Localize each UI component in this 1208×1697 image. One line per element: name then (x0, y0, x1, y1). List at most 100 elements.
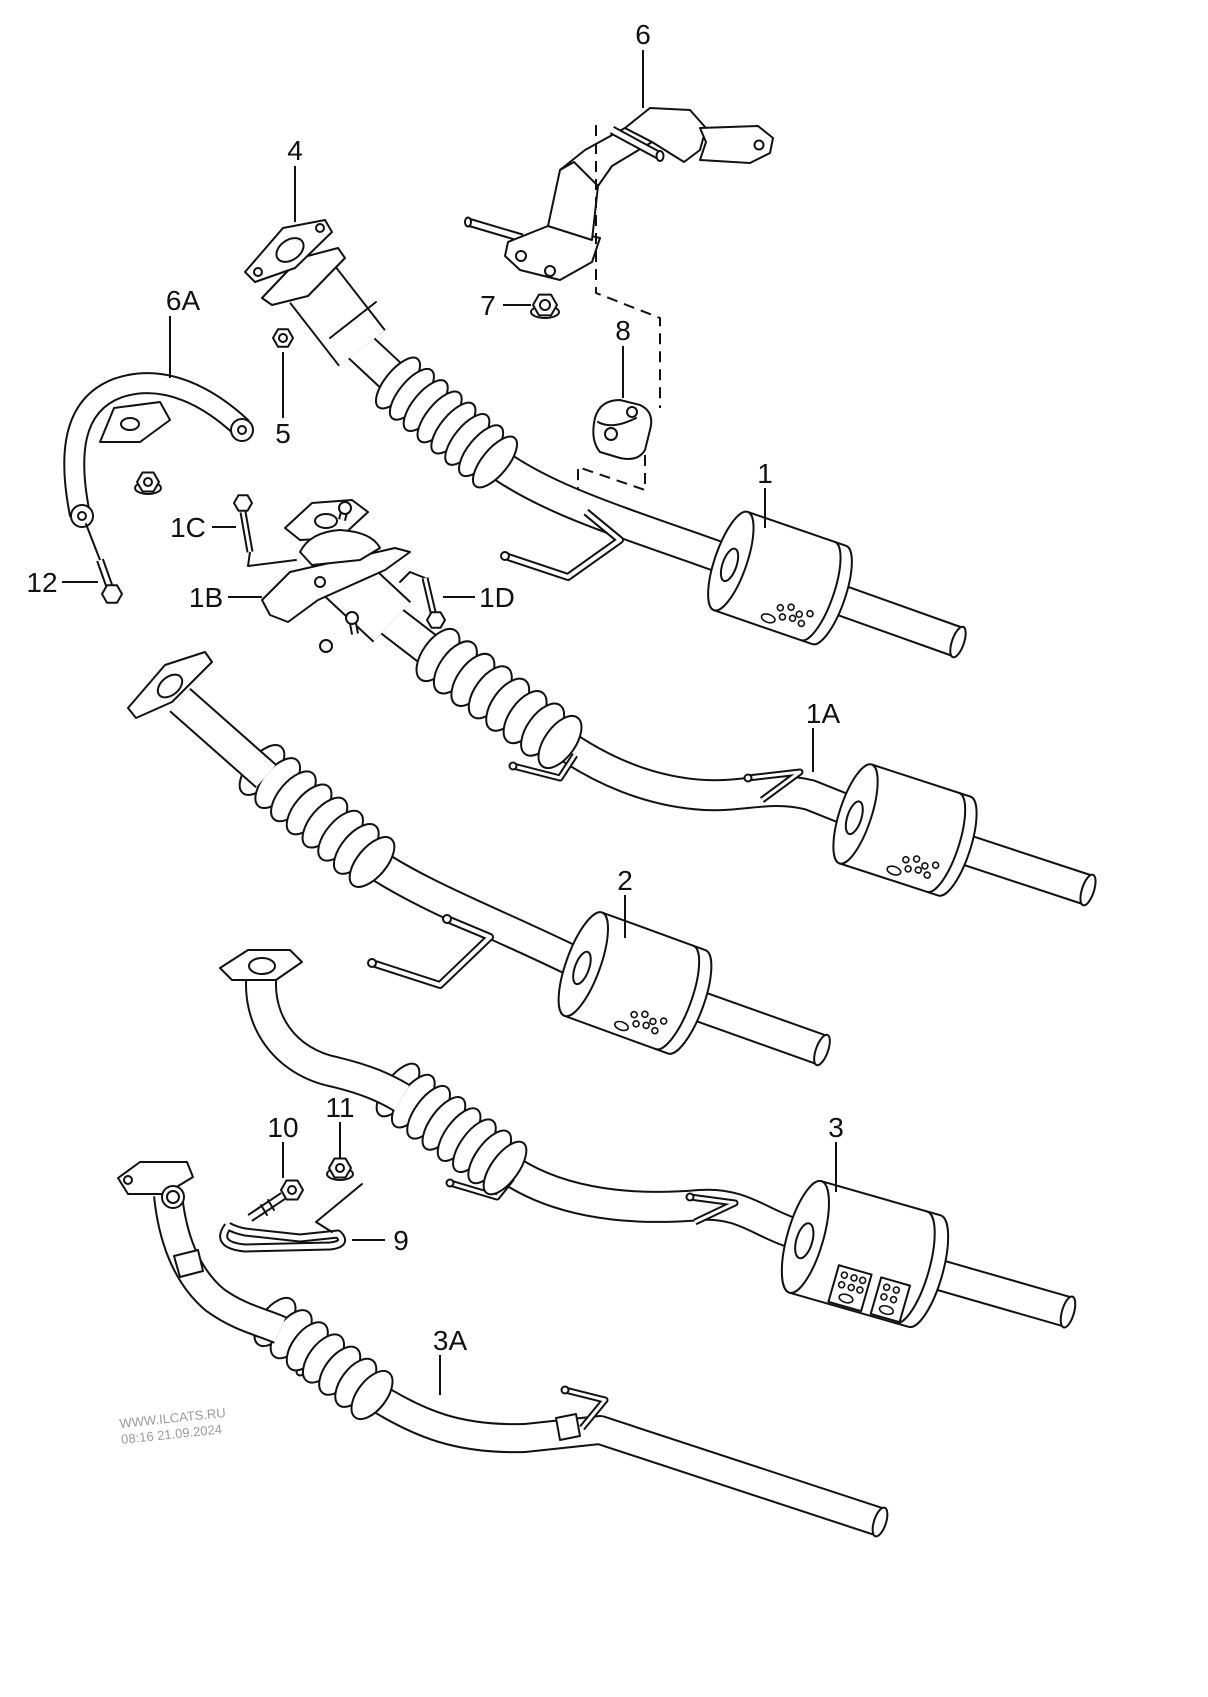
part-1A-exhaust-pipe-assembly (298, 532, 1097, 907)
pipe-1-catalytic-converter-fill (290, 267, 385, 366)
bolt-assembly-line (85, 523, 101, 561)
part-10-bolt (247, 1179, 304, 1222)
gasket-center-hole (275, 237, 305, 263)
callout-labels: 6 4 6A 5 7 8 1 1C 12 1B 1D 1A 2 3 11 10 … (26, 19, 843, 1356)
pipe-2-flange-hole (156, 673, 184, 699)
flange-stud-cap (338, 501, 352, 515)
pipe-3-hanger-rod-fill (689, 1195, 737, 1224)
strap-nut-bore (143, 477, 153, 487)
muffler-perforation (847, 1283, 856, 1292)
muffler-perforation (889, 1295, 898, 1304)
hanger-rod-end (560, 1385, 570, 1395)
muffler-perforation (892, 1286, 901, 1294)
hanger-rod-end (743, 773, 753, 783)
muffler-perforation (858, 1276, 867, 1285)
muffler-perforation (856, 1286, 864, 1294)
muffler-perforation (632, 1020, 640, 1028)
muffler-perforation (797, 619, 806, 628)
bolt-shank-fill (98, 559, 112, 589)
muffler-seam (894, 1210, 936, 1325)
muffler-perforation (651, 1026, 659, 1035)
bracket-hole (515, 250, 527, 262)
bracket-stud-fill (610, 127, 662, 159)
muffler-perforation (788, 614, 797, 623)
assembly-dashed-line (595, 125, 661, 408)
callout-5: 5 (275, 418, 291, 449)
hanger-rod-end (445, 1178, 455, 1188)
muffler-perforation (642, 1021, 650, 1030)
callout-10: 10 (267, 1112, 298, 1143)
muffler-perforation (659, 1017, 668, 1025)
part-2-exhaust-pipe-assembly (127, 651, 831, 1067)
muffler-perforation (840, 1271, 849, 1279)
callout-4: 4 (287, 135, 303, 166)
bolt-shank-fill (248, 1193, 285, 1221)
pipe-3-flange-hole (248, 957, 276, 975)
part-12-bolt (85, 523, 123, 604)
hanger-rod-end (442, 914, 452, 924)
muffler-perforation (776, 603, 785, 612)
pipe-1A-hanger-rod-fill (512, 754, 577, 780)
bellows-ring (482, 1140, 528, 1196)
pipe-3A-clamp (555, 1413, 581, 1441)
bracket-stud-end (655, 150, 665, 162)
muffler-inlet (844, 800, 864, 836)
pipe-3A-clamp-ring (173, 1249, 204, 1278)
muffler-perforation (914, 866, 923, 874)
muffler-perforation (912, 855, 921, 863)
part-1B-heat-shield (261, 499, 411, 623)
converter-seam (329, 301, 377, 339)
callout-6A: 6A (166, 285, 201, 316)
hanger-rod-end (508, 761, 518, 771)
hanger-rod-end (685, 1192, 695, 1202)
bracket-hole (544, 265, 556, 277)
pipe-1A-muffler (832, 763, 978, 897)
pipe-2-front-tube-fill (170, 689, 276, 787)
pipe-1A-main-tube-fill (549, 728, 1093, 904)
hanger-rod-end (500, 551, 510, 561)
part-1-exhaust-pipe-assembly (261, 247, 967, 659)
bolt-shank-fill (241, 511, 252, 553)
part-9-clamp-bracket (219, 1222, 347, 1253)
part-7-nut (530, 293, 560, 319)
part-3-exhaust-pipe-assembly (219, 949, 1077, 1329)
callout-1C: 1C (170, 512, 206, 543)
rubber-mount-hole (626, 406, 638, 418)
part-11-nut (315, 1157, 363, 1233)
muffler-perforation (778, 613, 787, 621)
pipe-2-main-tube-fill (361, 848, 827, 1064)
bracket-fold-line (559, 161, 599, 187)
pipe-1A-tail-end (1079, 873, 1097, 907)
part-5-nut (272, 328, 294, 348)
callout-3A: 3A (433, 1325, 468, 1356)
nut-assembly-line (315, 1183, 363, 1233)
muffler-perforation (921, 862, 929, 870)
pipe-3-muffler (780, 1179, 950, 1329)
pipe-1A-hanger-rod-fill (747, 770, 802, 802)
converter-inlet-hole (314, 513, 338, 529)
callout-8: 8 (615, 315, 631, 346)
pipe-3A-hanger-rod-fill (564, 1388, 607, 1429)
callout-6: 6 (635, 19, 651, 50)
bolt-head-icon (233, 494, 253, 512)
rubber-mount-hole (604, 427, 618, 441)
leader-lines (62, 50, 837, 1395)
muffler-drain-hole (613, 1020, 630, 1032)
muffler-drain-hole (878, 1304, 894, 1316)
pipe-1-muffler (707, 510, 853, 646)
muffler-perforation (787, 603, 795, 612)
part-6A-support-strap (63, 372, 254, 528)
callout-3: 3 (828, 1112, 844, 1143)
strap-end-hole (237, 425, 247, 435)
nut-bore (278, 333, 288, 343)
callout-11: 11 (325, 1092, 354, 1123)
part-6-bracket (464, 107, 774, 281)
support-strap-band-fill (65, 374, 249, 517)
callout-9: 9 (393, 1225, 409, 1256)
part-4-gasket (244, 219, 333, 283)
pipe-3A-main-tube-fill (362, 1382, 885, 1535)
muffler-perforation (850, 1274, 858, 1282)
muffler-perforation (923, 871, 931, 879)
bellows-ring (350, 1369, 394, 1421)
heat-shield-hole (314, 576, 326, 588)
